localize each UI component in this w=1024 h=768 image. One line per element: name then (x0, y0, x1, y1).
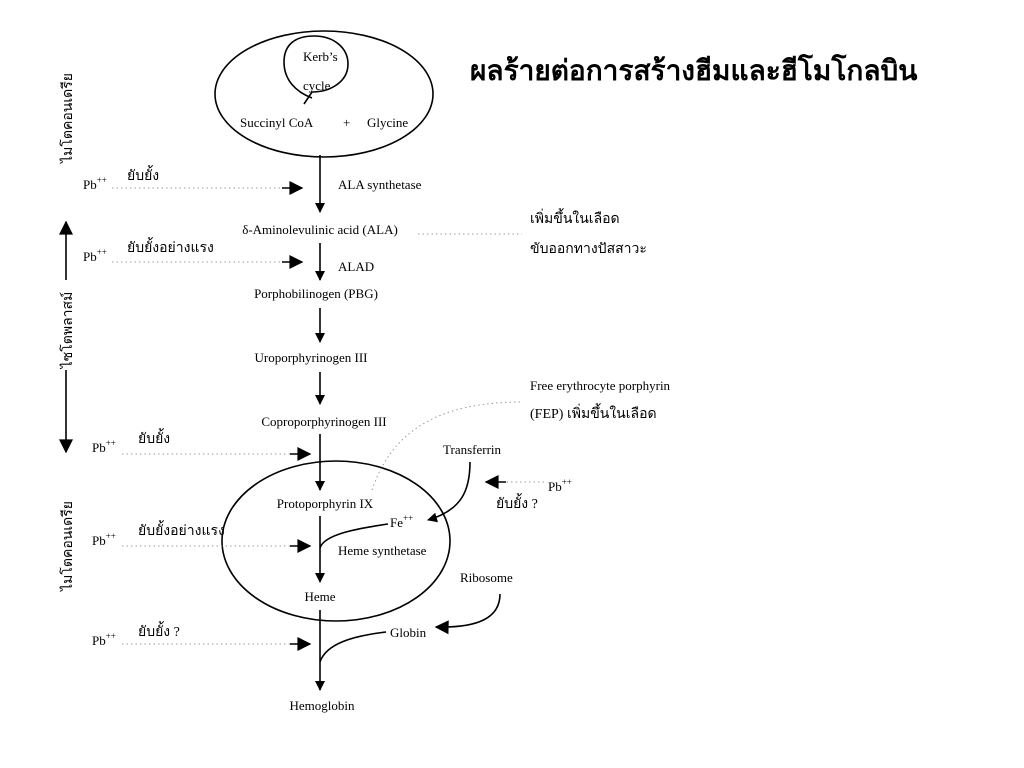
cytoplasm-label: ไซโตพลาสม์ (59, 292, 76, 370)
inhibit-text: ยับยั้งอย่างแรง (138, 520, 225, 539)
pb-inhibition-coproporphyrinogen: Pb++ ยับยั้ง (92, 428, 312, 461)
glycine-label: Glycine (367, 115, 408, 130)
iron-join-curve (319, 523, 389, 549)
copro-label: Coproporphyrinogen III (261, 414, 386, 429)
heme-label: Heme (304, 589, 335, 604)
ribosome-label: Ribosome (460, 570, 513, 585)
alad-label: ALAD (338, 259, 374, 274)
pb-symbol: Pb++ (548, 477, 572, 494)
mitochondria-label-bottom: ไมโตคอนเดรีย (59, 501, 76, 592)
pb-symbol: Pb++ (92, 631, 116, 648)
plus-sign: + (343, 115, 350, 130)
inhibit-text: ยับยั้ง ? (496, 493, 538, 512)
iron-charge: ++ (403, 513, 413, 523)
iron-label: Fe++ (390, 513, 413, 530)
diagram-title: ผลร้ายต่อการสร้างฮีมและฮีโมโกลบิน (470, 53, 917, 87)
inhibit-text: ยับยั้ง (138, 428, 170, 447)
heme-synthetase-label: Heme synthetase (338, 543, 427, 558)
pb-inhibition-heme-synthetase: Pb++ ยับยั้งอย่างแรง (92, 520, 312, 553)
krebs-cycle-loop (283, 35, 349, 105)
transferrin-label: Transferrin (443, 442, 502, 457)
transferrin-arrow (427, 461, 471, 523)
fep-note-dotted-line (371, 401, 523, 491)
globin-label: Globin (390, 625, 427, 640)
pb-inhibition-ala-synthetase: Pb++ ยับยั้ง (83, 165, 304, 195)
inhibit-text: ยับยั้ง (127, 165, 159, 184)
pb-inhibition-alad: Pb++ ยับยั้งอย่างแรง (83, 237, 304, 269)
inhibit-text: ยับยั้งอย่างแรง (127, 237, 214, 256)
pbg-label: Porphobilinogen (PBG) (254, 286, 378, 301)
mitochondrion-top-ellipse (214, 30, 434, 158)
ala-note-line-2: ขับออกทางปัสสาวะ (530, 242, 647, 257)
protoporphyrin-label: Protoporphyrin IX (277, 496, 374, 511)
pb-symbol: Pb++ (92, 531, 116, 548)
globin-join-curve (319, 631, 387, 663)
ala-note-line-1: เพิ่มขึ้นในเลือด (530, 208, 620, 227)
krebs-cycle-label-1: Kerb’s (303, 49, 338, 64)
ala-label: δ-Aminolevulinic acid (ALA) (242, 222, 398, 237)
fep-note-line-1: Free erythrocyte porphyrin (530, 378, 671, 393)
mitochondrion-bottom-ellipse (221, 460, 451, 622)
uro-label: Uroporphyrinogen III (255, 350, 368, 365)
succinyl-coa-label: Succinyl CoA (240, 115, 314, 130)
ala-synthetase-label: ALA synthetase (338, 177, 422, 192)
krebs-cycle-label-2: cycle (303, 78, 331, 93)
pb-symbol: Pb++ (83, 247, 107, 264)
mitochondria-label-top: ไมโตคอนเดรีย (59, 73, 76, 164)
ribosome-arrow (434, 593, 501, 635)
iron-symbol: Fe (390, 515, 403, 530)
pb-inhibition-globin: Pb++ ยับยั้ง ? (92, 621, 312, 651)
pb-inhibition-iron: Pb++ ยับยั้ง ? (484, 475, 572, 512)
hemoglobin-label: Hemoglobin (290, 698, 355, 713)
inhibit-text: ยับยั้ง ? (138, 621, 180, 640)
pb-symbol: Pb++ (92, 438, 116, 455)
fep-note-line-2: (FEP) เพิ่มขึ้นในเลือด (530, 403, 657, 422)
pb-symbol: Pb++ (83, 175, 107, 192)
